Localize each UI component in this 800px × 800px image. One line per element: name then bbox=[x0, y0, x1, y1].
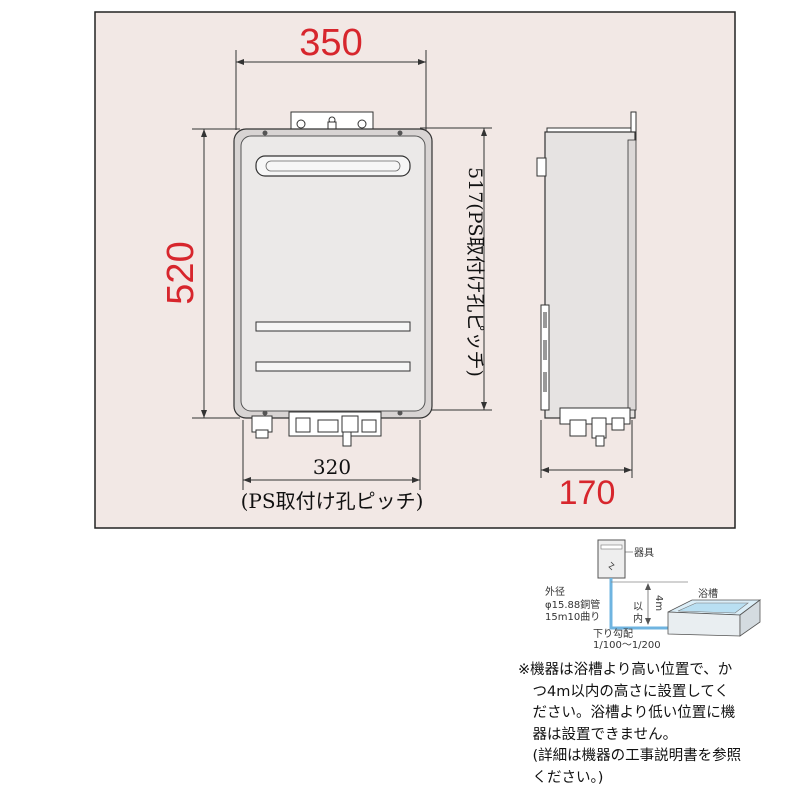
bottom-pitch-value: 320 bbox=[313, 455, 351, 479]
height-suffix-2: 内 bbox=[633, 612, 643, 625]
device-label: 器具 bbox=[634, 547, 654, 559]
height-value-label: 4m bbox=[653, 595, 664, 611]
note-line: ださい。浴槽より低い位置に機 bbox=[518, 705, 736, 721]
note-line: ※機器は浴槽より高い位置で、か bbox=[518, 662, 733, 678]
bottom-pitch-dimension bbox=[242, 420, 421, 490]
bathtub-label: 浴槽 bbox=[698, 587, 718, 600]
pipe-label-3: 15m10曲り bbox=[545, 611, 600, 623]
depth-dimension bbox=[540, 420, 633, 478]
height-suffix-1: 以 bbox=[633, 602, 643, 613]
installation-note: ※機器は浴槽より高い位置で、か つ4m以内の高さに設置してく ださい。浴槽より低… bbox=[518, 660, 800, 789]
height-label: 520 bbox=[160, 241, 202, 304]
slope-label-1: 下り勾配 bbox=[593, 627, 633, 640]
note-line: 器は設置できません。 bbox=[518, 726, 678, 743]
installation-diagram: 器具 4m 以 内 浴槽 外径 φ15.88銅管 15m10曲り 下り勾配 1/… bbox=[545, 539, 762, 651]
note-line: (詳細は機器の工事説明書を参照 bbox=[518, 748, 742, 764]
depth-label: 170 bbox=[559, 474, 616, 512]
bottom-pitch-caption: (PS取付け孔ピッチ) bbox=[241, 489, 424, 513]
side-pitch-label: 517(PS取付け孔ピッチ) bbox=[464, 167, 486, 377]
pipe-label-2: φ15.88銅管 bbox=[545, 598, 600, 611]
front-view bbox=[233, 111, 433, 447]
note-line: つ4m以内の高さに設置してく bbox=[518, 683, 729, 700]
pipe-label-1: 外径 bbox=[545, 585, 565, 598]
width-dimension bbox=[235, 50, 427, 130]
width-label: 350 bbox=[299, 22, 362, 64]
side-view bbox=[536, 111, 637, 447]
side-pitch-dimension bbox=[420, 127, 492, 411]
slope-label-2: 1/100〜1/200 bbox=[593, 640, 661, 651]
height-dimension bbox=[192, 128, 240, 419]
note-line: ください。) bbox=[518, 769, 604, 786]
